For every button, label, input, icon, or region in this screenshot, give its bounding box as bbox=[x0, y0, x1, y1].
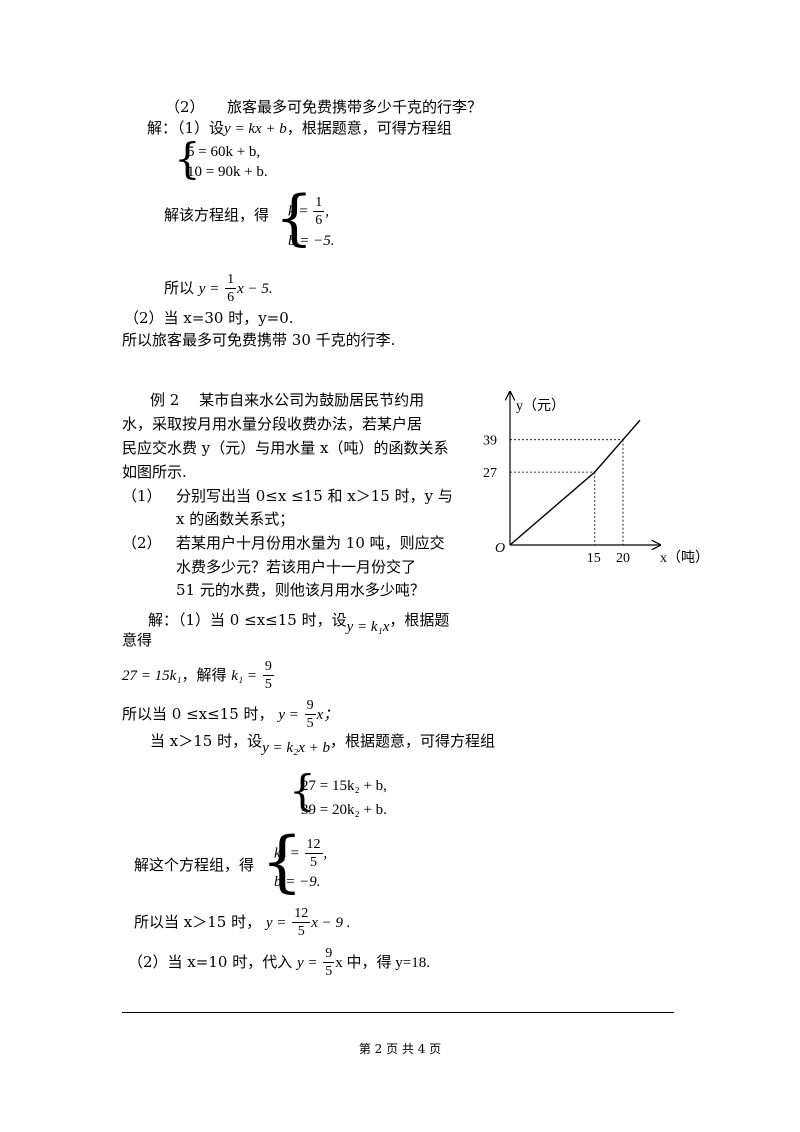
ex2-line9-denominator: 5 bbox=[325, 964, 333, 979]
solution-brace: { bbox=[275, 183, 314, 253]
k2-tail: , bbox=[323, 845, 328, 862]
k1-denominator: 5 bbox=[264, 677, 272, 692]
so-numerator: 1 bbox=[225, 272, 237, 289]
example-2-line-2: 水，采取按月用水量分段收费办法，若某户居 bbox=[122, 415, 423, 433]
k2-denominator: 5 bbox=[310, 855, 317, 870]
ex2-line5-prefix: 当 x＞15 时，设 bbox=[150, 732, 263, 750]
tick-label-x-15: 15 bbox=[587, 551, 601, 566]
solution-1-setup: 解：（1）设y = kx + b，根据题意，可得方程组 bbox=[147, 121, 452, 137]
ex2-line9-tail: x 中，得 y=18. bbox=[335, 955, 431, 971]
system-2-line-1: 27 = 15k₂ + b, bbox=[301, 778, 387, 794]
origin-label: O bbox=[495, 541, 505, 556]
item-2-text-3: 51 元的水费，则他该月用水多少吨？ bbox=[176, 581, 425, 599]
k2-lhs: k₂ = bbox=[274, 845, 300, 862]
tick-label-y-27: 27 bbox=[483, 466, 497, 481]
b-solution: b = −5. bbox=[288, 233, 335, 249]
ex2-sol-line-5: 当 x＞15 时，设y = k₂x + b，根据题意，可得方程组 bbox=[150, 732, 496, 756]
ex2-sol-line-1-prefix: 解：（1）当 0 ≤x≤15 时，设 bbox=[148, 611, 347, 629]
item-2-label: （2） bbox=[122, 534, 162, 552]
k-tail: , bbox=[325, 203, 330, 220]
so-tail: x − 5. bbox=[237, 281, 273, 297]
system-line-1: 5 = 60k + b, bbox=[187, 144, 261, 160]
so-denominator: 6 bbox=[227, 290, 235, 305]
ex2-line8-lhs: y = bbox=[265, 915, 287, 931]
ex2-sol-line-1: 解：（1）当 0 ≤x≤15 时，设y = k₁x，根据题 bbox=[148, 611, 450, 635]
ex2-sol-line-1-suffix: ，根据题 bbox=[389, 611, 450, 629]
ex2-line8-prefix: 所以当 x＞15 时， bbox=[134, 913, 262, 931]
so-lhs: y = bbox=[198, 281, 220, 297]
k2-numerator: 12 bbox=[304, 837, 323, 854]
ex2-sol-line-2: 意得 bbox=[122, 631, 153, 649]
system-2-brace: { bbox=[289, 766, 316, 815]
solution-1-suffix: ，根据题意，可得方程组 bbox=[286, 119, 452, 137]
solve-label: 解该方程组，得 bbox=[164, 206, 270, 224]
k1-numerator: 9 bbox=[262, 659, 274, 676]
solution-2-line-2: 所以旅客最多可免费携带 30 千克的行李. bbox=[122, 331, 396, 349]
ex2-line9-prefix: （2）当 x=10 时，代入 bbox=[128, 953, 293, 971]
ex2-line4-tail: x； bbox=[316, 707, 339, 723]
ex2-line9-numerator: 9 bbox=[323, 946, 335, 963]
example-2-line-4: 如图所示. bbox=[122, 463, 187, 481]
b2-solution: b = −9. bbox=[274, 874, 321, 890]
system-2-line-2: 39 = 20k₂ + b. bbox=[301, 802, 387, 818]
ex2-line3-mid: ，解得 bbox=[181, 666, 227, 684]
item-2-text-1: 若某用户十月份用水量为 10 吨，则应交 bbox=[176, 534, 445, 552]
ex2-line8-denominator: 5 bbox=[297, 924, 305, 939]
tick-label-x-20: 20 bbox=[616, 551, 630, 566]
ex2-line8-numerator: 12 bbox=[292, 906, 311, 923]
tick-label-y-39: 39 bbox=[483, 434, 497, 449]
item-2-text-2: 水费多少元？若该用户十一月份交了 bbox=[176, 558, 417, 576]
ex2-sol-line-1-eq: y = k₁x bbox=[346, 619, 390, 635]
ex2-line4-lhs: y = bbox=[278, 707, 299, 723]
page-number: 第 2 页 共 4 页 bbox=[358, 1042, 442, 1056]
solve-2-label: 解这个方程组，得 bbox=[134, 856, 255, 874]
solution-1-prefix: 解：（1）设 bbox=[147, 119, 225, 137]
k-lhs: k = bbox=[288, 203, 309, 220]
system-line-2: 10 = 90k + b. bbox=[187, 164, 268, 180]
ex2-line5-suffix: ，根据题意，可得方程组 bbox=[330, 732, 496, 750]
k1-lhs: k₁ = bbox=[231, 668, 258, 684]
so-label: 所以 bbox=[164, 279, 195, 297]
system-brace: { bbox=[174, 134, 201, 183]
item-1-text-1: 分别写出当 0≤x ≤15 和 x＞15 时，y 与 bbox=[176, 487, 453, 505]
ex2-line4-prefix: 所以当 0 ≤x≤15 时， bbox=[122, 705, 274, 723]
ex2-line5-eq: y = k₂x + b bbox=[262, 740, 331, 756]
example-2-line-3: 民应交水费 y（元）与用水量 x（吨）的函数关系 bbox=[122, 439, 449, 457]
y-axis-label: y（元） bbox=[516, 398, 565, 414]
ex2-line8-tail: x − 9 . bbox=[311, 915, 351, 931]
solution-2-brace: { bbox=[261, 823, 303, 900]
ex2-line4-numerator: 9 bbox=[304, 698, 316, 715]
x-axis-label: x（吨） bbox=[660, 550, 709, 566]
ex2-line4-denominator: 5 bbox=[306, 716, 314, 731]
solution-1-equation: y = kx + b bbox=[224, 121, 287, 137]
function-line bbox=[509, 419, 641, 546]
ex2-eq-27: 27 = 15k₁ bbox=[122, 668, 182, 684]
item-1-label: （1） bbox=[122, 487, 162, 505]
ex2-line9-lhs: y = bbox=[296, 955, 318, 971]
k-numerator: 1 bbox=[313, 195, 325, 212]
example-2-line-1: 例 2 某市自来水公司为鼓励居民节约用 bbox=[150, 391, 425, 409]
footer-rule bbox=[122, 1012, 674, 1013]
k-denominator: 6 bbox=[315, 213, 323, 228]
solution-2-line-1: （2）当 x=30 时，y=0. bbox=[124, 309, 294, 327]
question-2-text: （2） 旅客最多可免费携带多少千克的行李？ bbox=[165, 98, 483, 116]
item-1-text-2: x 的函数关系式； bbox=[176, 510, 295, 528]
